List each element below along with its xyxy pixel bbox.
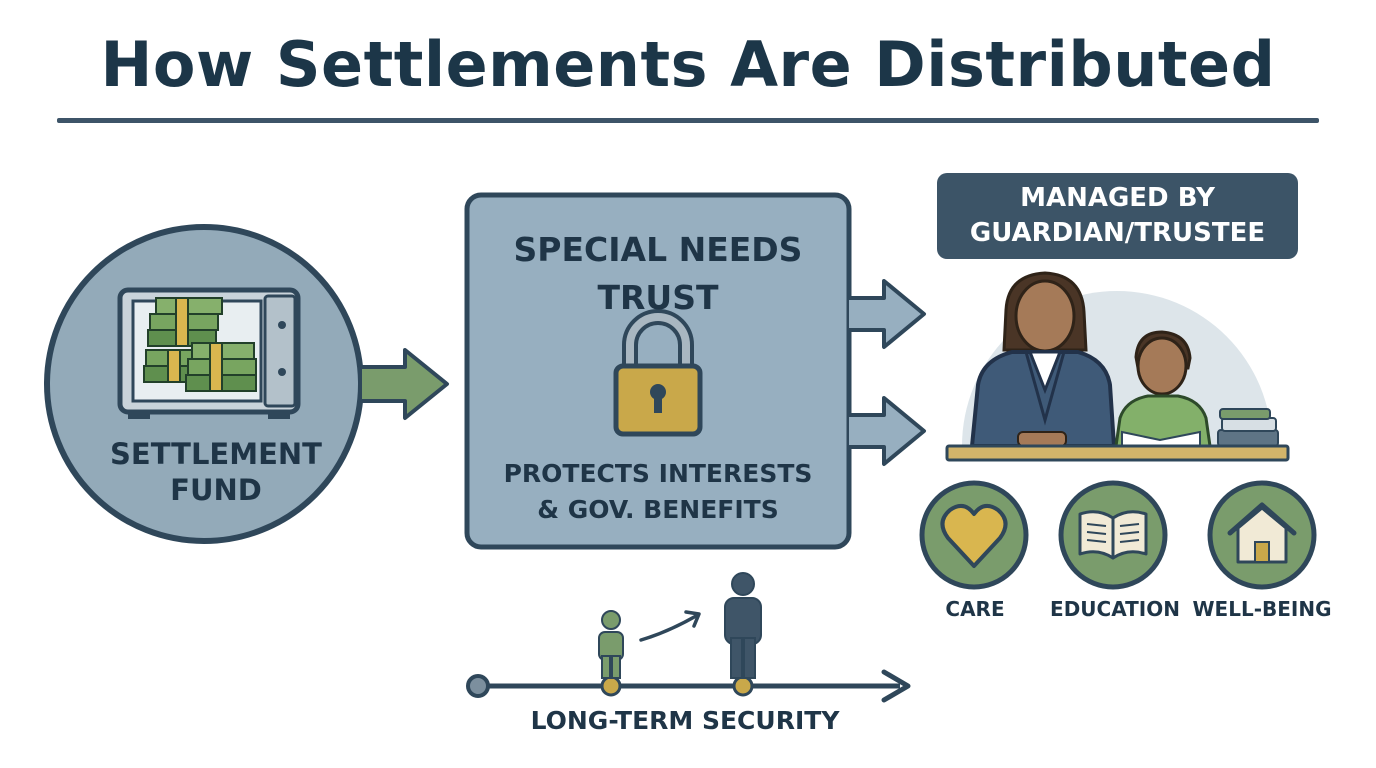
managed-by-line1: MANAGED BY bbox=[1020, 182, 1215, 213]
managed-by-banner: MANAGED BY GUARDIAN/TRUSTEE bbox=[937, 173, 1298, 259]
open-book-icon bbox=[1078, 510, 1148, 560]
arrow-trust-to-guardian-upper bbox=[849, 279, 926, 349]
well-being-circle bbox=[1207, 480, 1317, 590]
arrow-trust-to-guardian-lower bbox=[849, 396, 926, 466]
timeline bbox=[466, 572, 911, 703]
house-icon bbox=[1227, 502, 1297, 564]
care-circle bbox=[919, 480, 1029, 590]
trust-subtitle: PROTECTS INTERESTS & GOV. BENEFITS bbox=[470, 456, 846, 529]
padlock-icon bbox=[613, 309, 703, 437]
settlement-fund-label-line1: SETTLEMENT bbox=[110, 437, 322, 471]
settlement-fund-label: SETTLEMENT FUND bbox=[88, 436, 344, 509]
timeline-label: LONG-TERM SECURITY bbox=[530, 706, 840, 735]
category-label-well-being: WELL-BEING bbox=[1192, 597, 1332, 621]
category-label-education: EDUCATION bbox=[1050, 597, 1180, 621]
child-person-icon bbox=[598, 610, 624, 679]
guardian-figure bbox=[969, 271, 1117, 448]
trust-subtitle-line1: PROTECTS INTERESTS bbox=[503, 459, 813, 488]
category-label-care: CARE bbox=[945, 597, 1005, 621]
title-divider bbox=[57, 118, 1319, 123]
adult-person-icon bbox=[724, 572, 762, 679]
child-figure bbox=[1114, 330, 1212, 448]
trust-title: SPECIAL NEEDS TRUST bbox=[470, 226, 846, 322]
education-circle bbox=[1058, 480, 1168, 590]
page-title: How Settlements Are Distributed bbox=[100, 28, 1276, 101]
book-stack-icon bbox=[1217, 408, 1279, 447]
trust-subtitle-line2: & GOV. BENEFITS bbox=[537, 495, 779, 525]
settlement-fund-node bbox=[44, 224, 364, 544]
cash-stack-icon bbox=[143, 297, 257, 392]
settlement-fund-label-line2: FUND bbox=[170, 473, 262, 508]
managed-by-line2: GUARDIAN/TRUSTEE bbox=[969, 218, 1266, 248]
arrow-fund-to-trust bbox=[358, 348, 449, 420]
guardian-scene bbox=[945, 271, 1290, 462]
growth-arrow bbox=[639, 614, 698, 642]
trust-title-line1: SPECIAL NEEDS bbox=[513, 230, 803, 269]
heart-icon bbox=[940, 503, 1008, 568]
trust-title-line2: TRUST bbox=[597, 277, 719, 317]
